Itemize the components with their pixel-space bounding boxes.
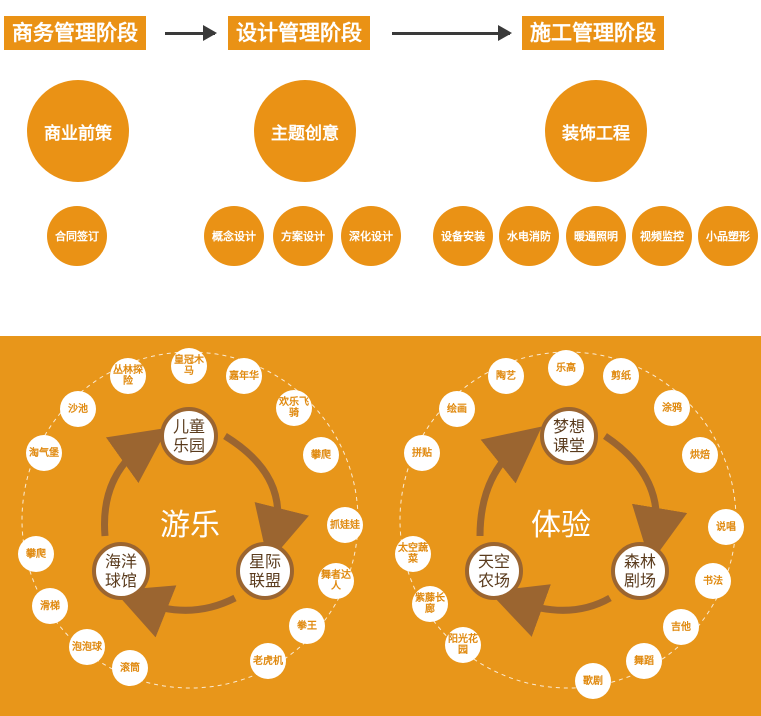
sub-circle: 方案设计	[273, 206, 333, 266]
activity-node: 阳光花园	[445, 627, 481, 663]
activity-node: 泡泡球	[69, 629, 105, 665]
main-circle-construction: 装饰工程	[545, 80, 647, 182]
activity-node: 歌剧	[575, 663, 611, 699]
cycle-center-label: 体验	[531, 508, 591, 543]
activity-node: 皇冠木马	[171, 348, 207, 384]
activity-node: 丛林探险	[110, 358, 146, 394]
stage-construction-header: 施工管理阶段	[522, 16, 664, 50]
activity-node: 太空蔬菜	[395, 536, 431, 572]
activity-node: 说唱	[708, 509, 744, 545]
activity-node: 烘焙	[682, 437, 718, 473]
stage-arrow-2	[392, 25, 512, 41]
cycle-hub: 星际联盟	[236, 542, 294, 600]
activity-node: 吉他	[663, 609, 699, 645]
activity-node: 滑梯	[32, 588, 68, 624]
sub-circle: 合同签订	[47, 206, 107, 266]
activity-node: 书法	[695, 563, 731, 599]
sub-circle: 小品塑形	[698, 206, 758, 266]
main-circle-design: 主题创意	[254, 80, 356, 182]
activity-node: 滚筒	[112, 650, 148, 686]
activity-node: 抓娃娃	[327, 507, 363, 543]
activity-panel: 游乐 儿童乐园 星际联盟 海洋球馆 丛林探险 皇冠木马 嘉年华 欢乐飞骑 攀爬 …	[0, 336, 761, 716]
activity-node: 陶艺	[488, 358, 524, 394]
activity-node: 拳王	[289, 608, 325, 644]
stage-business-header: 商务管理阶段	[4, 16, 146, 50]
stage-design-header: 设计管理阶段	[228, 16, 370, 50]
cycle-hub: 梦想课堂	[540, 407, 598, 465]
stage-arrow-1	[165, 25, 217, 41]
sub-circle: 深化设计	[341, 206, 401, 266]
activity-node: 乐高	[548, 350, 584, 386]
activity-node: 沙池	[60, 391, 96, 427]
activity-node: 欢乐飞骑	[276, 390, 312, 426]
activity-node: 淘气堡	[26, 435, 62, 471]
activity-node: 攀爬	[18, 536, 54, 572]
cycle-hub: 森林剧场	[611, 542, 669, 600]
activity-node: 攀爬	[303, 437, 339, 473]
cycle-hub: 海洋球馆	[92, 542, 150, 600]
sub-circle: 水电消防	[499, 206, 559, 266]
sub-circle: 暖通照明	[566, 206, 626, 266]
activity-node: 老虎机	[250, 643, 286, 679]
activity-node: 拼贴	[404, 435, 440, 471]
activity-node: 涂鸦	[654, 390, 690, 426]
sub-circle: 概念设计	[204, 206, 264, 266]
activity-node: 剪纸	[603, 358, 639, 394]
cycle-center-label: 游乐	[160, 508, 220, 543]
activity-node: 绘画	[439, 391, 475, 427]
cycle-hub: 天空农场	[465, 542, 523, 600]
activity-node: 舞蹈	[626, 643, 662, 679]
activity-node: 紫藤长廊	[412, 586, 448, 622]
activity-node: 嘉年华	[226, 358, 262, 394]
activity-node: 舞者达人	[318, 563, 354, 599]
sub-circle: 设备安装	[433, 206, 493, 266]
main-circle-business: 商业前策	[27, 80, 129, 182]
cycle-hub: 儿童乐园	[160, 407, 218, 465]
sub-circle: 视频监控	[632, 206, 692, 266]
